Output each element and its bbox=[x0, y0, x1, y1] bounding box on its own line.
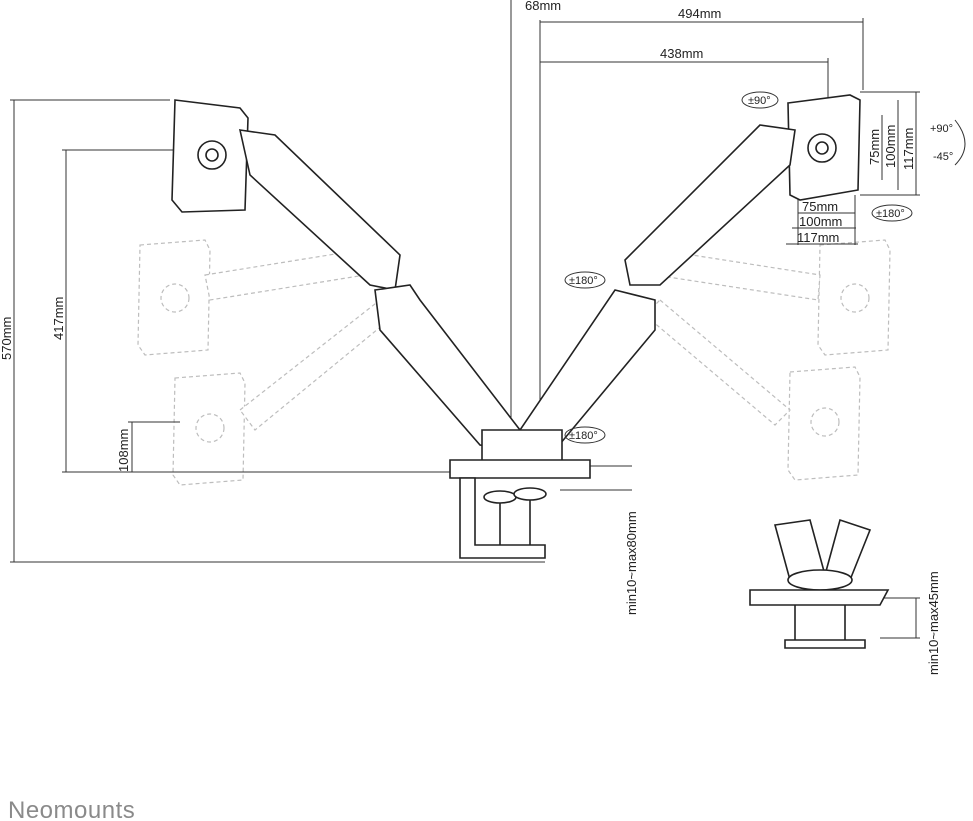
swivel-elbow-label: ±180° bbox=[569, 275, 598, 287]
desk-clamp bbox=[459, 477, 546, 559]
tilt-up-label: +90° bbox=[930, 123, 953, 135]
left-lower-arm bbox=[374, 284, 521, 451]
brand-logo-text: Neomounts bbox=[8, 797, 135, 821]
height-108-label: 108mm bbox=[116, 429, 131, 472]
swivel-head-label: ±180° bbox=[876, 208, 905, 220]
rotate-90-label: ±90° bbox=[748, 95, 771, 107]
rotation-indicators bbox=[564, 91, 966, 444]
vesa-117-v-label: 117mm bbox=[901, 128, 916, 170]
clamp-range-label: min10~max80mm bbox=[624, 511, 639, 615]
right-upper-arm bbox=[624, 124, 796, 286]
tilt-down-label: -45° bbox=[933, 151, 953, 163]
center-pole bbox=[481, 429, 563, 463]
swivel-base-icon bbox=[564, 426, 606, 444]
swivel-elbow-icon bbox=[564, 271, 606, 289]
width-438-label: 438mm bbox=[660, 46, 703, 61]
grommet-inset bbox=[749, 518, 890, 649]
grommet-range-label: min10~max45mm bbox=[926, 571, 941, 675]
swivel-base-label: ±180° bbox=[569, 430, 598, 442]
desk-plate bbox=[449, 459, 591, 479]
tilt-icon bbox=[954, 119, 966, 166]
dimension-lines bbox=[10, 0, 920, 639]
offset-68-label: 68mm bbox=[525, 0, 561, 13]
height-417-label: 417mm bbox=[51, 297, 66, 340]
vesa-117-h-label: 117mm bbox=[797, 230, 839, 245]
height-570-label: 570mm bbox=[0, 317, 14, 360]
main-arm bbox=[171, 94, 861, 559]
ghost-positions bbox=[137, 239, 891, 486]
vesa-100-h-label: 100mm bbox=[799, 214, 842, 229]
rotate-90-icon bbox=[741, 91, 779, 109]
vesa-75-v-label: 75mm bbox=[867, 129, 882, 165]
vesa-100-v-label: 100mm bbox=[883, 125, 898, 168]
vesa-75-h-label: 75mm bbox=[802, 199, 838, 214]
width-494-label: 494mm bbox=[678, 6, 721, 21]
swivel-head-icon bbox=[871, 204, 913, 222]
